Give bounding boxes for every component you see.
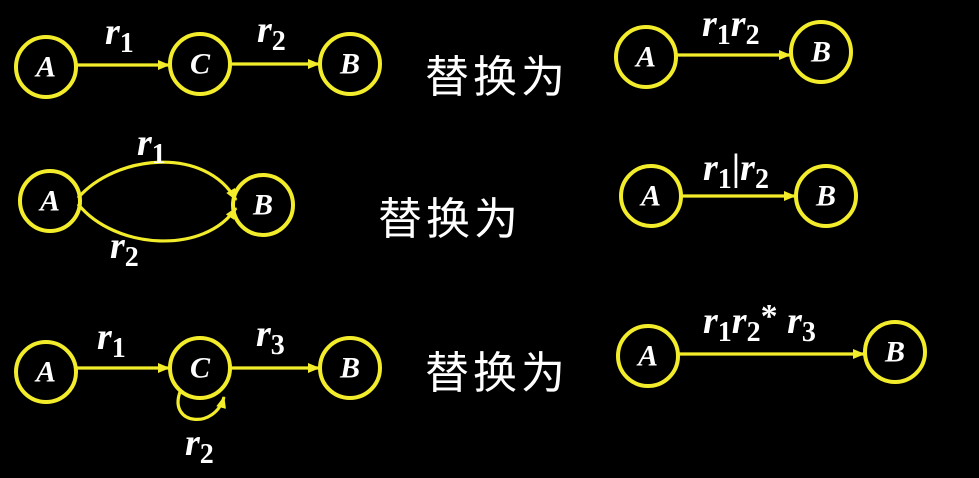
rule-2-replace-text: 替换为	[378, 194, 522, 245]
rule-3-result-node-b-label: B	[884, 336, 905, 369]
rule-1-node-a-label: A	[34, 51, 56, 84]
rule-1-node-a	[14, 35, 78, 99]
rule-2-left: A B r1 r2	[18, 122, 295, 273]
rule-3-replace-text: 替换为	[425, 348, 569, 399]
rule-3-result-node-a-label: A	[636, 340, 658, 373]
rule-3-node-a-label: A	[34, 356, 56, 389]
rule-1-left: A C B r1 r2	[14, 9, 382, 99]
rule-1-node-b	[318, 32, 382, 96]
rule-1-edge-r2-label: r2	[257, 9, 286, 57]
rule-1-result-node-a-label: A	[634, 41, 656, 74]
rule-2-edge-r1	[76, 160, 238, 201]
rule-3-left: A C B r1 r3 r2	[14, 313, 382, 470]
rule-3-node-b-label: B	[339, 352, 360, 385]
rule-3-node-c-label: C	[190, 352, 211, 385]
rule-1-result-node-a	[614, 25, 678, 89]
rule-3-node-a	[14, 340, 78, 404]
rule-2-result-edge-label: r1|r2	[703, 147, 769, 195]
rule-3-edge-r3-label: r3	[256, 313, 285, 361]
rule-2-result-node-a-label: A	[639, 180, 661, 213]
rule-1-edge-r1-label: r1	[105, 11, 134, 59]
rule-3-node-c	[168, 336, 232, 400]
rule-2-node-a-label: A	[38, 185, 60, 218]
rule-3-result-node-a	[616, 324, 680, 388]
rule-1-node-b-label: B	[339, 48, 360, 81]
rule-3-result-node-b	[863, 320, 927, 384]
rule-2-node-a	[18, 169, 82, 233]
rule-1-replace-text: 替换为	[425, 52, 569, 103]
rule-2-edge-r2-label: r2	[110, 225, 139, 273]
rule-3: A C B r1 r3 r2 替换为 A B r1r2*​ r3	[14, 298, 927, 470]
rule-1-result-node-b-label: B	[810, 36, 831, 69]
rule-2-node-b-label: B	[252, 189, 273, 222]
rule-3-self-loop-r2-label: r2	[185, 422, 214, 470]
rule-2-result-node-b	[794, 164, 858, 228]
rule-1-node-c	[168, 32, 232, 96]
rule-3-edge-r1-label: r1	[97, 316, 126, 364]
rule-1-result-node-b	[789, 20, 853, 84]
rule-2-result-node-b-label: B	[815, 180, 836, 213]
rule-2-node-b	[231, 173, 295, 237]
rule-2-edge-r2	[76, 202, 238, 243]
rule-1-result-edge-label: r1r2	[702, 3, 760, 51]
rule-3-result-edge-label: r1r2*​ r3	[703, 298, 816, 348]
rule-2-result-node-a	[619, 164, 683, 228]
rule-1: A C B r1 r2 替换为 A B r1r2	[14, 3, 853, 103]
rule-1-right: A B r1r2	[614, 3, 853, 89]
rule-1-node-c-label: C	[190, 48, 211, 81]
rule-2: A B r1 r2 替换为 A B r1|r2	[18, 122, 858, 273]
rule-2-edge-r1-label: r1	[137, 122, 166, 170]
rule-2-right: A B r1|r2	[619, 147, 858, 228]
rule-3-node-b	[318, 336, 382, 400]
rule-3-self-loop-r2	[176, 391, 226, 421]
rule-3-right: A B r1r2*​ r3	[616, 298, 927, 388]
